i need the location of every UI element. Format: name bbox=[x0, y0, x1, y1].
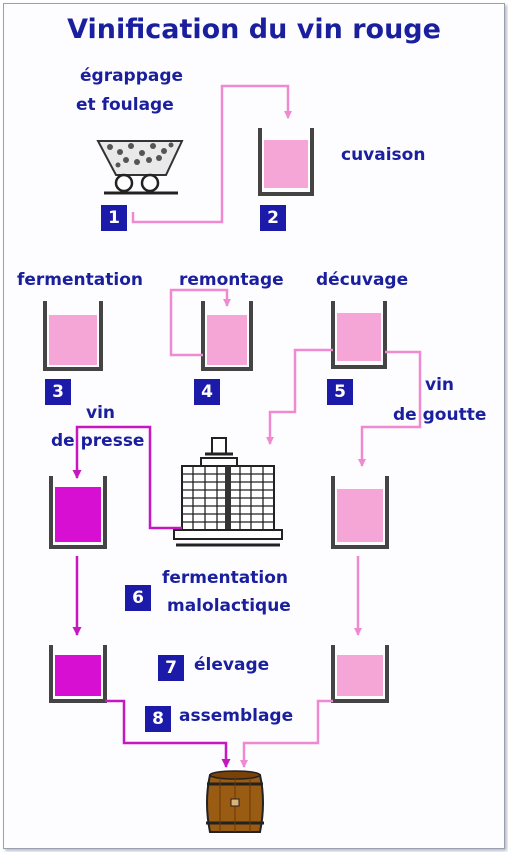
step-number-7: 7 bbox=[158, 655, 184, 681]
label-malolactic-line1: fermentation bbox=[162, 568, 288, 588]
step-number-5: 5 bbox=[327, 379, 353, 405]
arrow-draining-to-press bbox=[266, 348, 333, 445]
tank-maceration bbox=[258, 128, 314, 196]
step-number-1: 1 bbox=[101, 205, 127, 231]
tank-aging-press-wine bbox=[49, 645, 107, 703]
label-maceration: cuvaison bbox=[341, 145, 426, 165]
label-fermentation: fermentation bbox=[17, 270, 143, 290]
destemmer-crusher-icon bbox=[96, 140, 184, 195]
tank-free-run-wine bbox=[331, 476, 389, 549]
step-number-2: 2 bbox=[260, 205, 286, 231]
label-press-wine-line2: de presse bbox=[51, 431, 145, 451]
tank-fermentation bbox=[43, 301, 103, 371]
label-destemming-line2: et foulage bbox=[76, 95, 174, 115]
label-press-wine-line1: vin bbox=[86, 403, 116, 423]
arrow-blend-free-run bbox=[240, 699, 333, 768]
tank-aging-free-run bbox=[331, 645, 389, 703]
step-number-4: 4 bbox=[194, 379, 220, 405]
label-pump-over: remontage bbox=[179, 270, 284, 290]
arrow-press-wine bbox=[72, 425, 182, 530]
label-blending: assemblage bbox=[179, 706, 294, 726]
page-title: Vinification du vin rouge bbox=[67, 14, 441, 45]
label-destemming-line1: égrappage bbox=[80, 66, 184, 86]
arrow-free-run-wine bbox=[358, 350, 422, 467]
label-malolactic-line2: malolactique bbox=[167, 596, 291, 616]
label-free-run-line2: de goutte bbox=[393, 405, 487, 425]
tank-press-wine bbox=[49, 476, 107, 549]
step-number-3: 3 bbox=[45, 379, 71, 405]
tank-draining bbox=[331, 301, 387, 369]
label-aging: élevage bbox=[194, 655, 270, 675]
barrel-icon bbox=[206, 770, 264, 833]
step-number-8: 8 bbox=[145, 706, 171, 732]
label-draining: décuvage bbox=[316, 270, 409, 290]
arrow-destemming-to-maceration bbox=[131, 84, 292, 224]
step-number-6: 6 bbox=[125, 585, 151, 611]
tank-pump-over bbox=[201, 301, 253, 371]
arrow-pump-over-loop bbox=[169, 288, 231, 357]
wine-press-icon bbox=[173, 437, 283, 547]
arrow-blend-press-wine bbox=[105, 699, 231, 768]
label-free-run-line1: vin bbox=[425, 375, 455, 395]
